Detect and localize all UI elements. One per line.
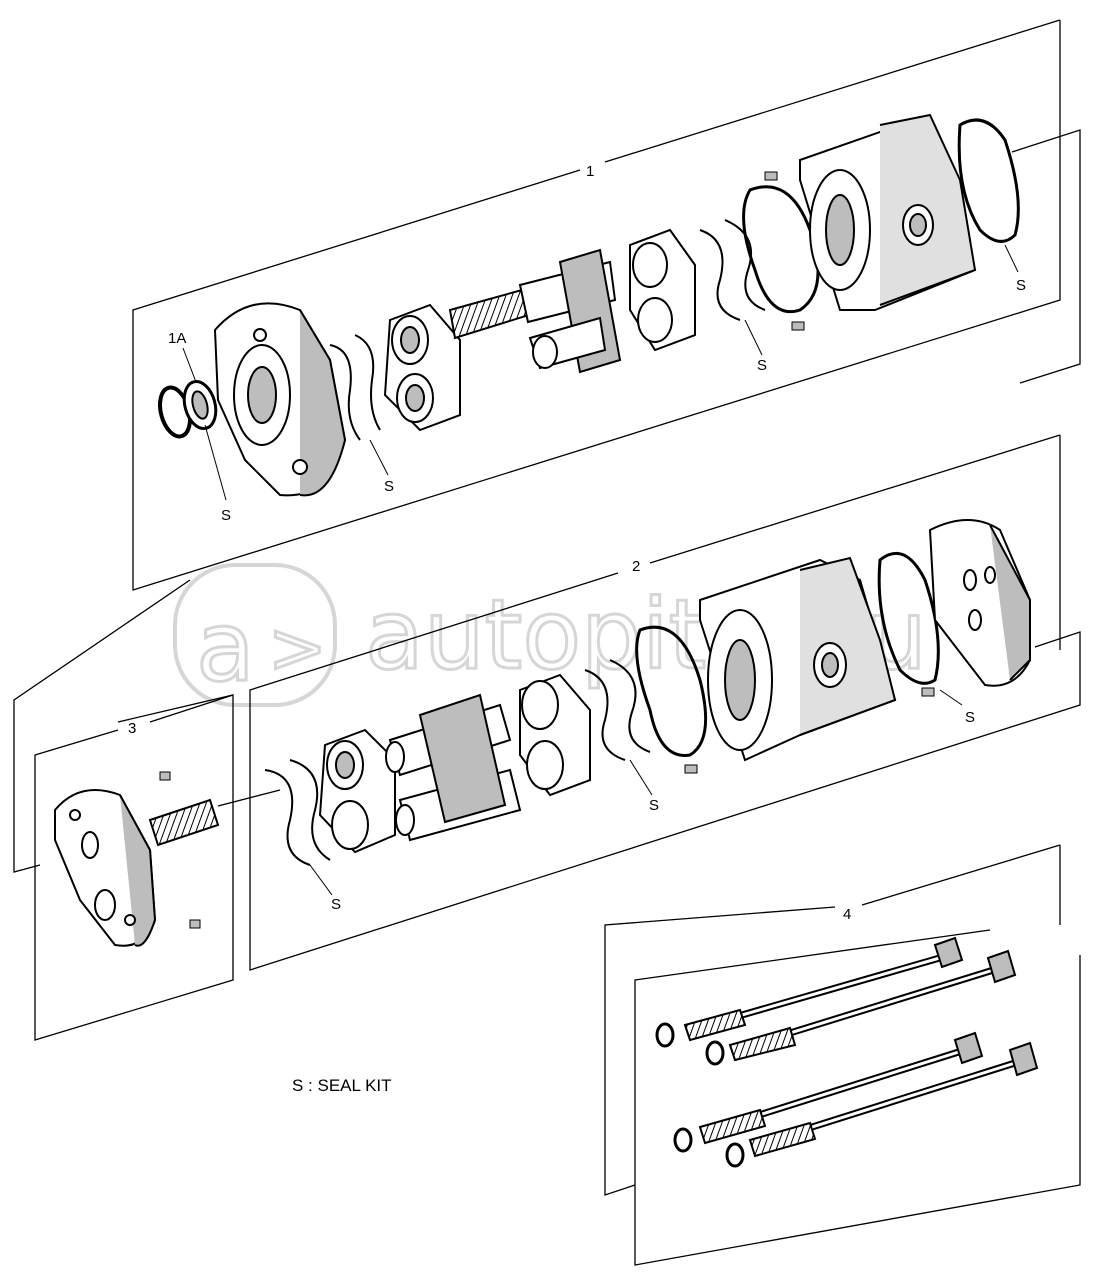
seal-set-2 bbox=[699, 219, 766, 321]
dowel-pin bbox=[684, 764, 698, 774]
bushing-block bbox=[318, 728, 396, 854]
group-1-frame bbox=[132, 19, 1081, 591]
pump-body bbox=[799, 113, 977, 311]
drive-gear-shaft bbox=[448, 248, 622, 374]
seal-kit-note: S : SEAL KIT bbox=[292, 1076, 392, 1095]
driven-gear-shaft bbox=[385, 693, 522, 842]
gasket bbox=[635, 625, 708, 757]
group-2-frame bbox=[249, 434, 1081, 971]
shaft-seal bbox=[182, 379, 218, 431]
group-4-frame bbox=[604, 844, 1081, 1266]
seal-set-4 bbox=[584, 659, 651, 761]
dowel-pin bbox=[189, 919, 201, 929]
bolt bbox=[728, 949, 1017, 1062]
svg-text:a: a bbox=[196, 591, 255, 703]
coupling-shaft bbox=[148, 798, 220, 847]
end-cover bbox=[54, 789, 157, 947]
seal-set-3 bbox=[264, 759, 331, 866]
group-label-4: 4 bbox=[843, 906, 851, 923]
seal-label: S bbox=[1016, 277, 1026, 294]
dowel-pin bbox=[921, 687, 935, 697]
label-1a: 1A bbox=[168, 330, 186, 347]
dowel-pin bbox=[791, 321, 805, 331]
bushing-block bbox=[519, 673, 591, 797]
seal-label: S bbox=[649, 797, 659, 814]
bolt bbox=[698, 1031, 984, 1145]
seal-label: S bbox=[331, 896, 341, 913]
bushing-block bbox=[383, 303, 461, 432]
seal-label: S bbox=[221, 507, 231, 524]
gasket bbox=[877, 551, 940, 685]
dowel-pin bbox=[159, 771, 171, 781]
group-label-3: 3 bbox=[128, 720, 136, 737]
rear-cover bbox=[928, 519, 1031, 687]
seal-label: S bbox=[965, 709, 975, 726]
seal-set-1 bbox=[329, 334, 381, 441]
seal-label: S bbox=[757, 357, 767, 374]
group-3-frame bbox=[13, 579, 281, 1041]
bolt bbox=[748, 1041, 1039, 1158]
washer bbox=[655, 1022, 745, 1168]
gasket bbox=[742, 185, 820, 313]
bushing-block bbox=[629, 228, 696, 352]
gasket bbox=[957, 118, 1020, 243]
dowel-pin bbox=[764, 171, 778, 181]
svg-text:>: > bbox=[268, 607, 327, 689]
group-label-1: 1 bbox=[586, 163, 594, 180]
group-label-2: 2 bbox=[632, 558, 640, 575]
seal-label: S bbox=[384, 478, 394, 495]
front-flange bbox=[213, 302, 347, 497]
bolt bbox=[683, 936, 964, 1042]
pump-body bbox=[699, 556, 897, 762]
